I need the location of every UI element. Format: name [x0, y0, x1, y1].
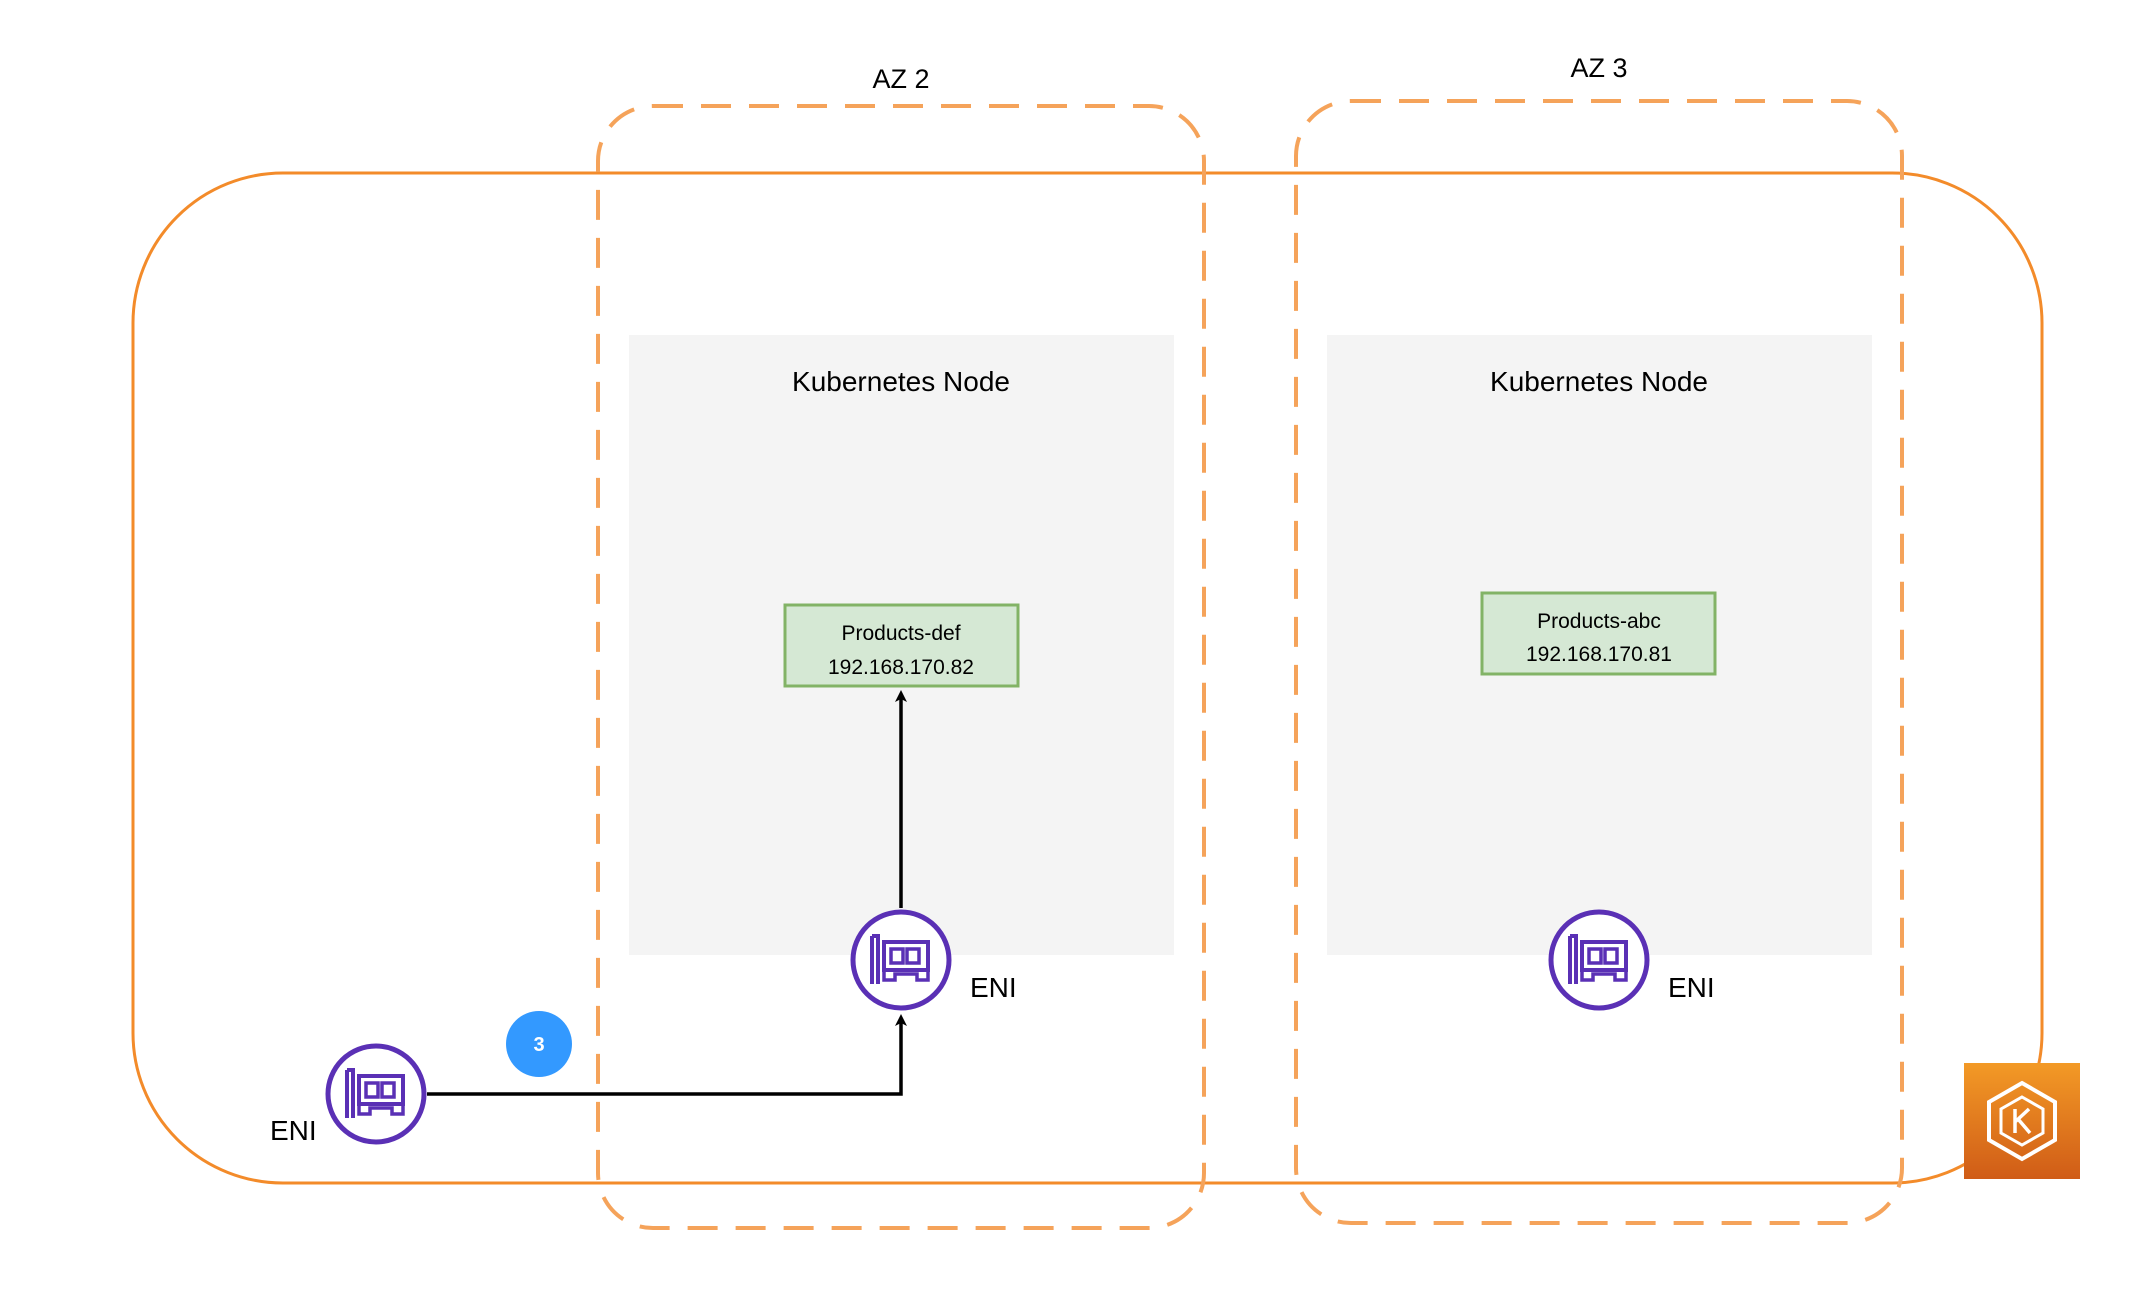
pod-products-abc[interactable]: Products-abc 192.168.170.81: [1480, 591, 1717, 676]
eks-icon: [1964, 1063, 2080, 1179]
source-eni[interactable]: ENI: [270, 1046, 424, 1146]
pod-name: Products-abc: [1537, 610, 1661, 633]
availability-zone-2: AZ 2: [596, 64, 1206, 1230]
node-1-eni[interactable]: ENI: [853, 912, 1017, 1008]
node-2-eni[interactable]: ENI: [1551, 912, 1715, 1008]
eni-label: ENI: [970, 972, 1017, 1003]
az-label: AZ 2: [872, 64, 929, 94]
node-title: Kubernetes Node: [792, 366, 1010, 397]
pod-ip: 192.168.170.82: [828, 656, 974, 679]
cluster-boundary: [131, 171, 2044, 1185]
eni-label: ENI: [270, 1115, 317, 1146]
pod-products-def[interactable]: Products-def 192.168.170.82: [783, 603, 1020, 688]
network-interface-icon: [853, 912, 949, 1008]
kubernetes-node-2: Kubernetes Node Products-abc 192.168.170…: [1327, 335, 1872, 955]
step-number: 3: [533, 1034, 544, 1056]
eni-label: ENI: [1668, 972, 1715, 1003]
network-interface-icon: [1551, 912, 1647, 1008]
pod-name: Products-def: [841, 622, 960, 645]
arrow-source-eni-to-node-eni: [427, 1014, 907, 1096]
kubernetes-node-1: Kubernetes Node Products-def 192.168.170…: [629, 335, 1174, 955]
network-interface-icon: [328, 1046, 424, 1142]
step-badge: 3: [506, 1011, 572, 1077]
pod-ip: 192.168.170.81: [1526, 643, 1672, 666]
node-title: Kubernetes Node: [1490, 366, 1708, 397]
az-label: AZ 3: [1570, 53, 1627, 83]
availability-zone-3: AZ 3: [1294, 53, 1904, 1225]
